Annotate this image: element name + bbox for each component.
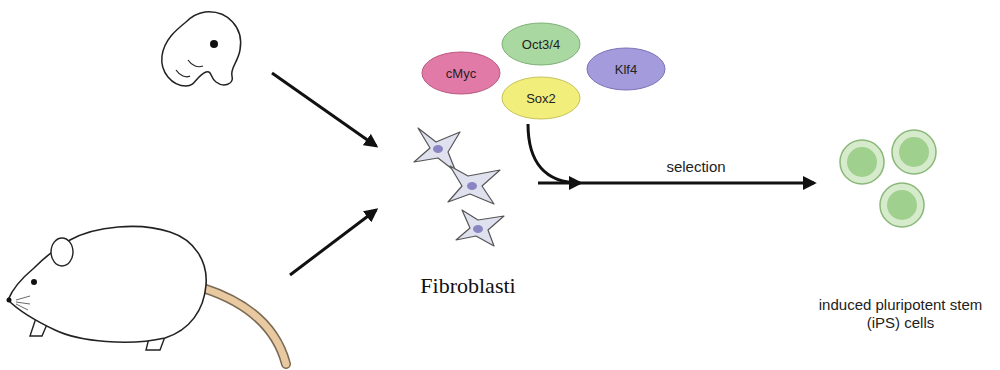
embryo-outline (162, 12, 241, 86)
factor-oval: cMyc (421, 51, 501, 95)
factor-name: cMyc (446, 66, 476, 81)
factor-name: Sox2 (526, 91, 556, 106)
oval-fill (587, 48, 665, 90)
cell-group: Fibroblasti (398, 100, 538, 305)
source-arrow (272, 73, 376, 146)
arrow-label: selection (663, 158, 728, 175)
cell-label: Fibroblasti (420, 273, 515, 299)
cell-nucleus (433, 145, 443, 153)
mouse-whiskers (16, 296, 30, 310)
embryo-limb-bud (188, 60, 203, 67)
mouse-nose (7, 298, 12, 303)
ips-nucleus (899, 137, 929, 167)
oval-fill (502, 23, 580, 65)
fibroblast-cell (414, 128, 460, 172)
ips-cells (840, 130, 936, 227)
ips-cell (840, 140, 884, 184)
factor-oval: Klf4 (586, 47, 666, 91)
cell-group: induced pluripotent stem (iPS) cells (814, 130, 987, 338)
cell-label: induced pluripotent stem (iPS) cells (814, 296, 987, 332)
factor-name: Klf4 (615, 62, 637, 77)
cell-nucleus (473, 225, 483, 233)
fibroblast-cells (414, 128, 504, 246)
mouse-drawing (7, 226, 287, 364)
factor-name: Oct3/4 (522, 37, 560, 52)
factor-oval: Sox2 (501, 76, 581, 120)
cell-nucleus (467, 182, 477, 190)
embryo-drawing (162, 12, 241, 86)
source-arrow (290, 210, 376, 275)
embryo-limb-bud (176, 70, 190, 77)
factor-merge-arrow (528, 124, 580, 183)
fibroblast-cell (448, 166, 500, 204)
embryo-eye (210, 40, 218, 48)
mouse-ear (51, 238, 73, 266)
ips-cell (892, 130, 936, 174)
ips-nucleus (847, 147, 877, 177)
fibroblast-cell (456, 210, 504, 246)
mouse-eye (31, 279, 37, 285)
factor-oval: Oct3/4 (501, 22, 581, 66)
oval-fill (502, 77, 580, 119)
mouse-tail-outline (203, 288, 286, 364)
oval-fill (422, 52, 500, 94)
process-arrow (538, 182, 814, 185)
mouse-body (8, 226, 206, 342)
ips-cell (880, 183, 924, 227)
ips-nucleus (887, 190, 917, 220)
mouse-tail (203, 288, 286, 364)
